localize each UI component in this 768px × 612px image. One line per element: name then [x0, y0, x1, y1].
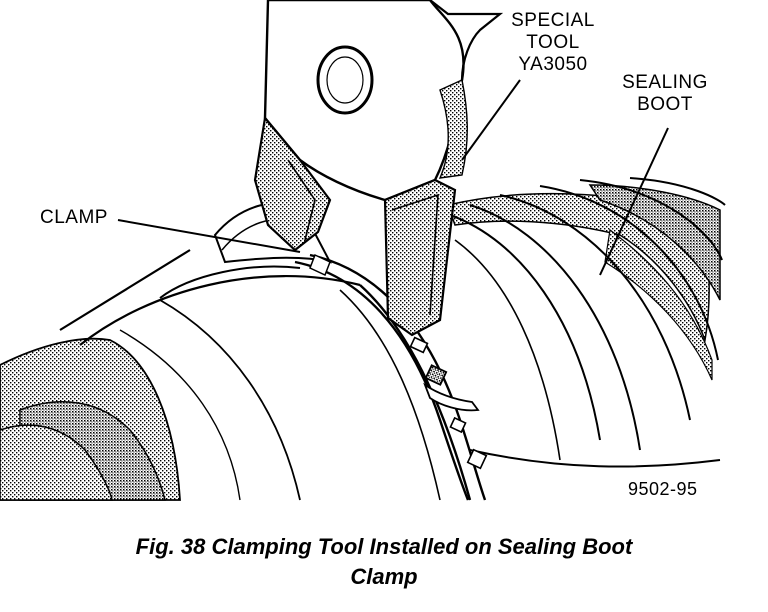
clamp-label: CLAMP [40, 207, 108, 228]
special-tool-leader [461, 79, 521, 161]
special-tool-label-line-2: TOOL [526, 32, 580, 53]
sealing-boot-label: SEALING BOOT [612, 72, 718, 116]
sealing-boot [440, 177, 726, 468]
sealing-boot-label-line-1: SEALING [622, 72, 708, 93]
special-tool-label-line-3: YA3050 [518, 54, 588, 75]
special-tool [253, 0, 504, 337]
special-tool-label-line-1: SPECIAL [511, 10, 595, 31]
caption-line-1: Fig. 38 Clamping Tool Installed on Seali… [135, 534, 633, 559]
caption-line-2: Clamp [350, 564, 418, 589]
sealing-boot-label-line-2: BOOT [637, 94, 693, 115]
sealing-boot-leader [599, 127, 669, 276]
shaft-housing [0, 246, 472, 501]
figure-caption: Fig. 38 Clamping Tool Installed on Seali… [0, 532, 768, 592]
special-tool-label: SPECIAL TOOL YA3050 [498, 10, 608, 76]
leader-lines [117, 79, 669, 276]
reference-number: 9502-95 [628, 479, 698, 499]
clamping-tool-illustration [0, 0, 726, 501]
clamp-leader [117, 219, 301, 253]
